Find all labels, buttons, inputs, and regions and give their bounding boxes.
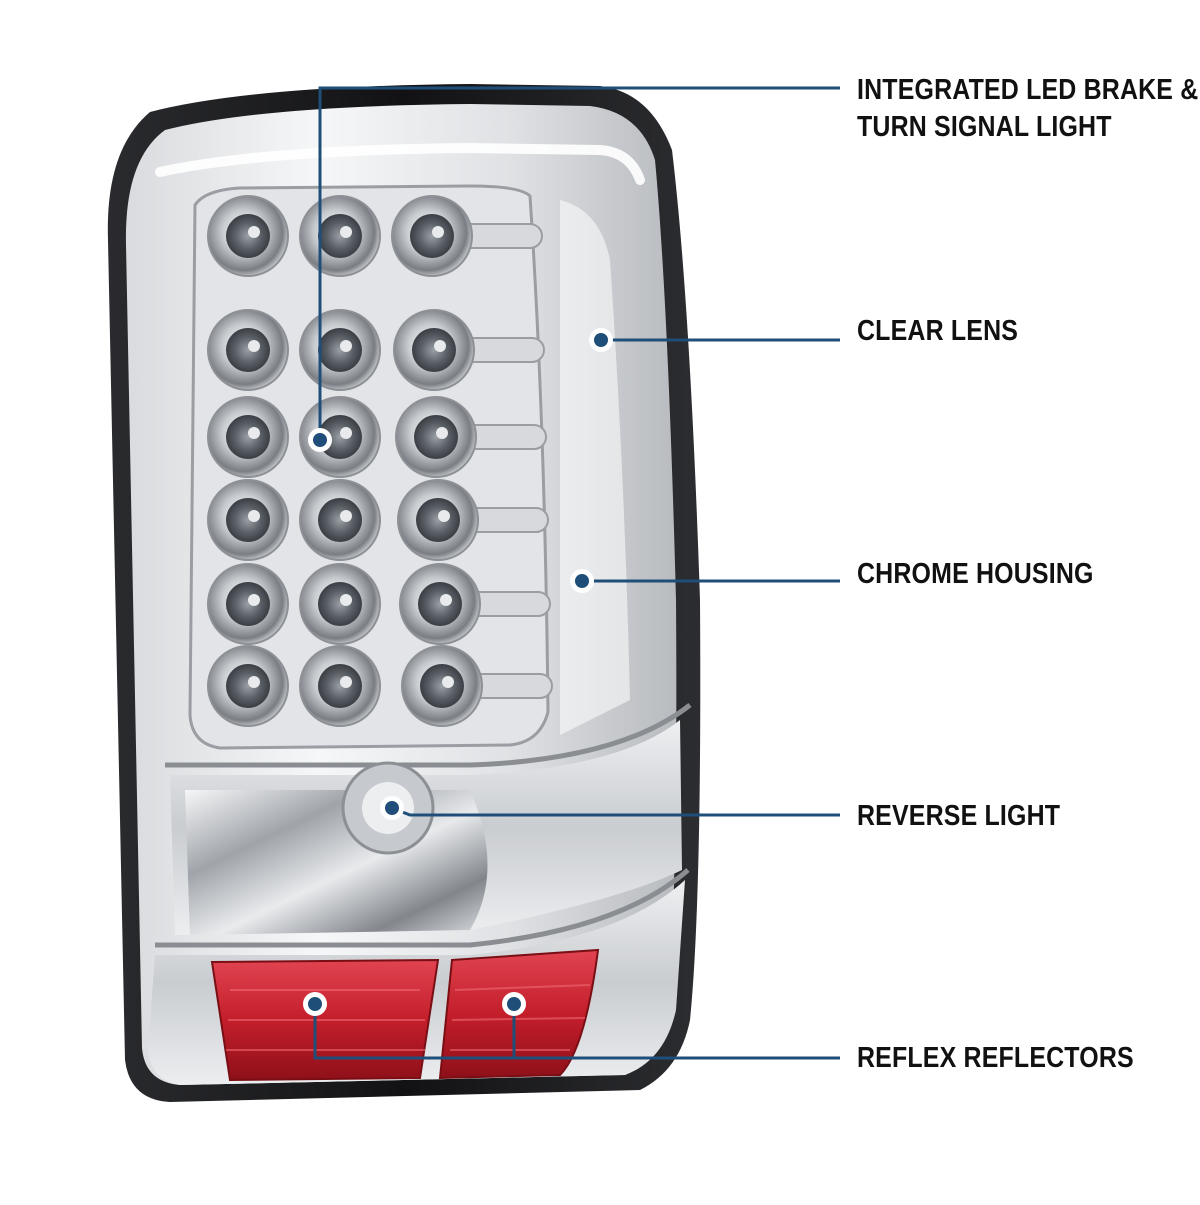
led-chip [340,676,352,688]
led-core [414,415,458,459]
led-chip [340,594,352,606]
led-core [318,415,362,459]
top-chrome-tube [155,142,645,185]
label-reverse-light-text: REVERSE LIGHT [857,800,1061,832]
dot-integrated-led [313,433,327,447]
led-core [318,498,362,542]
callout-leaders [303,86,840,1060]
led-core [318,664,362,708]
led-core [226,582,270,626]
label-clear-lens-text: CLEAR LENS [857,315,1019,347]
led-chip [434,340,446,352]
led-core [226,214,270,258]
led-chip [248,427,260,439]
dot-chrome-housing [575,574,589,588]
led-chip [340,226,352,238]
led-core [318,582,362,626]
led-chip [248,594,260,606]
leader-reflector-left [313,1004,840,1060]
led-chip [248,226,260,238]
label-integrated-led-line1: INTEGRATED LED BRAKE & [857,74,1199,106]
led-chip [436,427,448,439]
label-reverse-light: REVERSE LIGHT [857,798,1060,835]
led-chip [340,340,352,352]
led-chip [340,510,352,522]
label-clear-lens: CLEAR LENS [857,313,1018,350]
led-core [226,328,270,372]
led-core [410,214,454,258]
led-core [226,415,270,459]
clear-lens-surface [560,200,630,735]
label-integrated-led-line2: TURN SIGNAL LIGHT [857,111,1112,143]
label-chrome-housing-text: CHROME HOUSING [857,558,1094,590]
reflector-pattern [226,984,591,1051]
reverse-light-reflector [185,790,488,935]
dot-reflector-left [308,997,322,1011]
led-core [416,498,460,542]
led-core [412,328,456,372]
led-chip [442,676,454,688]
label-integrated-led: INTEGRATED LED BRAKE & TURN SIGNAL LIGHT [857,72,1198,146]
led-chip [248,510,260,522]
led-chip [440,594,452,606]
dot-reflector-right [507,997,521,1011]
led-chip [432,226,444,238]
led-chip [248,340,260,352]
label-reflex-reflectors-text: REFLEX REFLECTORS [857,1042,1134,1074]
label-reflex-reflectors: REFLEX REFLECTORS [857,1040,1134,1077]
divider-upper [165,703,692,768]
dot-clear-lens [594,333,608,347]
divider-lower [155,868,690,948]
led-chip [340,427,352,439]
led-chip [438,510,450,522]
led-core [418,582,462,626]
dot-reverse-light [385,801,399,815]
label-chrome-housing: CHROME HOUSING [857,556,1094,593]
led-core [420,664,464,708]
led-core [226,498,270,542]
led-core [226,664,270,708]
led-chip [248,676,260,688]
led-core [318,328,362,372]
led-core [318,214,362,258]
leader-integrated-led [318,86,840,440]
